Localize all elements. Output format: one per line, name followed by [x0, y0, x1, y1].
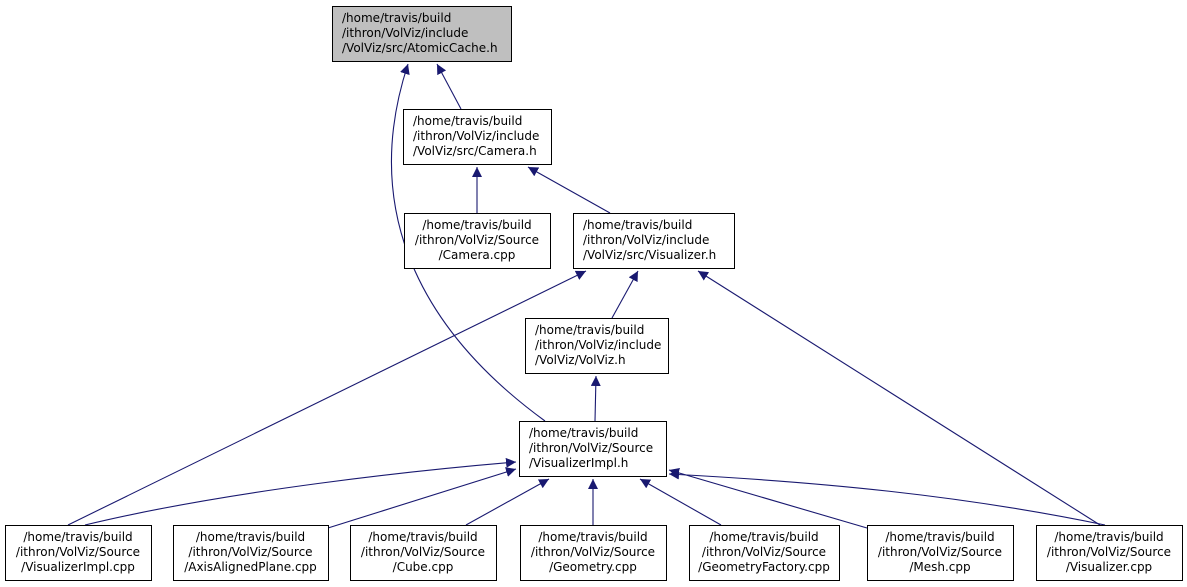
node-volviz-h[interactable]: /home/travis/build/ithron/VolViz/include… [525, 318, 669, 374]
node-label-line: /home/travis/build [196, 530, 305, 544]
node-box [332, 6, 512, 62]
node-label-line: /ithron/VolViz/include [413, 129, 539, 143]
node-label-line: /AxisAlignedPlane.cpp [184, 560, 317, 574]
edge-geometryfactory_cpp-to-visualizerimpl_h [639, 478, 722, 526]
node-label-line: /home/travis/build [23, 530, 132, 544]
node-box [403, 109, 552, 165]
node-label-line: /GeometryFactory.cpp [698, 560, 830, 574]
node-box [173, 525, 329, 581]
node-camera-cpp[interactable]: /home/travis/build/ithron/VolViz/Source/… [404, 213, 551, 269]
node-label-line: /VolViz/VolViz.h [535, 353, 626, 367]
edge-visualizer_h-to-camera_h [527, 166, 611, 214]
node-label-line: /VisualizerImpl.h [529, 456, 628, 470]
node-label-line: /ithron/VolViz/include [342, 26, 468, 40]
node-label-line: /Camera.cpp [439, 248, 516, 262]
node-label-line: /ithron/VolViz/Source [531, 545, 655, 559]
node-label-line: /ithron/VolViz/Source [702, 545, 826, 559]
node-box [404, 213, 551, 269]
node-visualizerimpl-h[interactable]: /home/travis/build/ithron/VolViz/Source/… [519, 421, 667, 477]
node-label-line: /Geometry.cpp [549, 560, 637, 574]
node-label-line: /ithron/VolViz/Source [529, 441, 653, 455]
node-label-line: /VolViz/src/Camera.h [413, 144, 537, 158]
node-label-line: /ithron/VolViz/Source [878, 545, 1002, 559]
edge-visualizerimpl_cpp-to-visualizer_h [67, 270, 587, 526]
node-label-line: /home/travis/build [885, 530, 994, 544]
node-visualizer-h[interactable]: /home/travis/build/ithron/VolViz/include… [573, 213, 735, 269]
node-visualizerimpl-cpp[interactable]: /home/travis/build/ithron/VolViz/Source/… [5, 525, 152, 581]
node-label-line: /ithron/VolViz/Source [361, 545, 485, 559]
node-mesh-cpp[interactable]: /home/travis/build/ithron/VolViz/Source/… [867, 525, 1014, 581]
node-label-line: /home/travis/build [413, 114, 522, 128]
node-label-line: /home/travis/build [709, 530, 818, 544]
node-atomic-cache-h[interactable]: /home/travis/build/ithron/VolViz/include… [332, 6, 512, 62]
file-nodes: /home/travis/build/ithron/VolViz/include… [5, 6, 1183, 581]
node-label-line: /Visualizer.cpp [1066, 560, 1152, 574]
dependency-edges [67, 63, 1106, 529]
node-label-line: /VolViz/src/AtomicCache.h [342, 41, 498, 55]
edge-camera_h-to-atomic_cache_h [436, 63, 462, 110]
node-label-line: /home/travis/build [583, 218, 692, 232]
node-camera-h[interactable]: /home/travis/build/ithron/VolViz/include… [403, 109, 552, 165]
node-cube-cpp[interactable]: /home/travis/build/ithron/VolViz/Source/… [350, 525, 497, 581]
node-label-line: /home/travis/build [1054, 530, 1163, 544]
node-box [573, 213, 735, 269]
node-label-line: /VisualizerImpl.cpp [21, 560, 135, 574]
edge-axisalignedplane_cpp-to-visualizerimpl_h [327, 467, 517, 529]
node-visualizer-cpp[interactable]: /home/travis/build/ithron/VolViz/Source/… [1036, 525, 1183, 581]
edge-visualizerimpl_cpp-to-visualizerimpl_h [84, 457, 517, 526]
node-label-line: /ithron/VolViz/Source [188, 545, 312, 559]
edge-mesh_cpp-to-visualizerimpl_h [668, 468, 868, 529]
edge-volviz_h-to-visualizer_h [611, 270, 639, 319]
node-label-line: /VolViz/src/Visualizer.h [583, 248, 716, 262]
node-box [350, 525, 497, 581]
node-label-line: /home/travis/build [342, 11, 451, 25]
edge-cube_cpp-to-visualizerimpl_h [465, 478, 550, 526]
node-geometry-cpp[interactable]: /home/travis/build/ithron/VolViz/Source/… [520, 525, 667, 581]
edge-visualizerimpl_h-to-volviz_h [590, 375, 601, 422]
node-label-line: /home/travis/build [529, 426, 638, 440]
node-box [5, 525, 152, 581]
node-box [1036, 525, 1183, 581]
node-label-line: /ithron/VolViz/include [583, 233, 709, 247]
edge-visualizer_cpp-to-visualizer_h [697, 270, 1101, 526]
node-box [525, 318, 669, 374]
edge-visualizer_cpp-to-visualizerimpl_h [668, 469, 1106, 526]
node-label-line: /home/travis/build [422, 218, 531, 232]
node-label-line: /Mesh.cpp [909, 560, 970, 574]
node-label-line: /ithron/VolViz/Source [415, 233, 539, 247]
node-box [867, 525, 1014, 581]
node-label-line: /Cube.cpp [393, 560, 454, 574]
node-box [520, 525, 667, 581]
node-label-line: /home/travis/build [368, 530, 477, 544]
node-label-line: /home/travis/build [538, 530, 647, 544]
node-box [689, 525, 840, 581]
node-label-line: /ithron/VolViz/include [535, 338, 661, 352]
node-axisalignedplane-cpp[interactable]: /home/travis/build/ithron/VolViz/Source/… [173, 525, 329, 581]
node-label-line: /ithron/VolViz/Source [1047, 545, 1171, 559]
node-label-line: /home/travis/build [535, 323, 644, 337]
node-box [519, 421, 667, 477]
node-geometryfactory-cpp[interactable]: /home/travis/build/ithron/VolViz/Source/… [689, 525, 840, 581]
node-label-line: /ithron/VolViz/Source [16, 545, 140, 559]
